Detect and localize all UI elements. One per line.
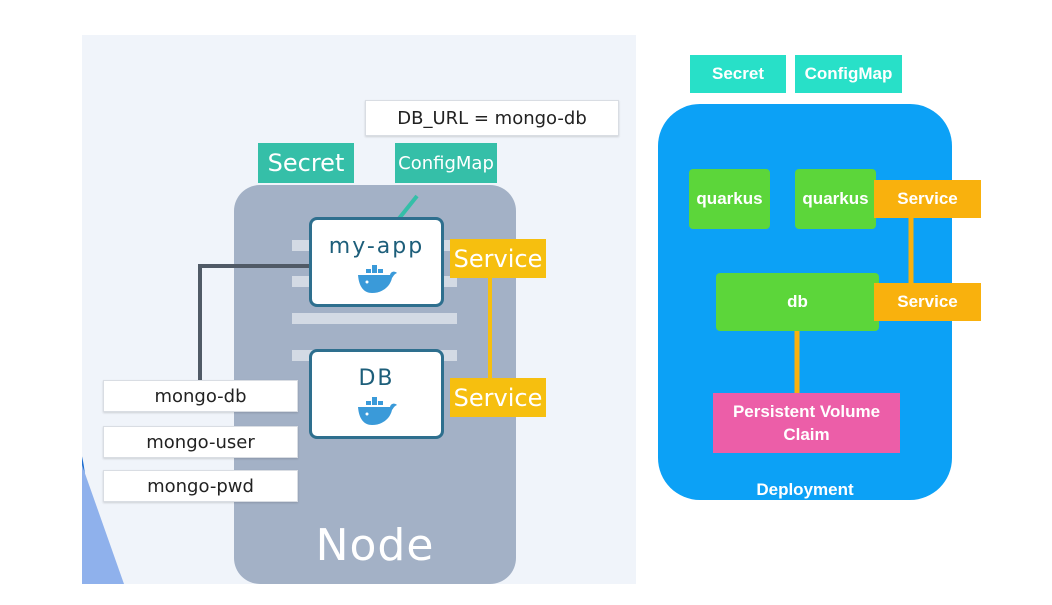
pvc-line-2: Claim [783,425,830,444]
env-mongo-user: mongo-user [103,426,298,458]
service-label-top: Service [450,239,546,278]
env-mongo-db: mongo-db [103,380,298,412]
quarkus-box-2: quarkus [795,169,876,229]
quarkus-box-1: quarkus [689,169,770,229]
db-url-label: DB_URL = mongo-db [365,100,619,136]
service-box-top: Service [874,180,981,218]
deployment-label: Deployment [756,480,854,499]
configmap-box: ConfigMap [795,55,902,93]
my-app-label: my-app [328,234,425,259]
docker-whale-icon [357,397,397,425]
db-label: DB [358,366,395,391]
env-connector-line [198,194,492,380]
secret-label: Secret [258,143,354,183]
secret-box: Secret [690,55,786,93]
pvc-line-1: Persistent Volume [732,402,881,421]
service-label-bottom: Service [450,378,546,417]
service-box-db: Service [874,283,981,321]
persistent-volume-claim-box: Persistent Volume Claim [713,393,900,453]
decorative-triangle [82,465,124,584]
configmap-label: ConfigMap [395,143,497,183]
configmap-connector [395,194,419,223]
node-bar [292,313,457,324]
docker-whale-icon [357,265,397,293]
my-app-card: my-app [309,217,444,307]
node-label: Node [315,520,435,571]
env-mongo-pwd: mongo-pwd [103,470,298,502]
db-box: db [716,273,879,331]
db-card: DB [309,349,444,439]
kubernetes-node-diagram: DB_URL = mongo-db Secret ConfigMap my-ap… [82,35,636,584]
